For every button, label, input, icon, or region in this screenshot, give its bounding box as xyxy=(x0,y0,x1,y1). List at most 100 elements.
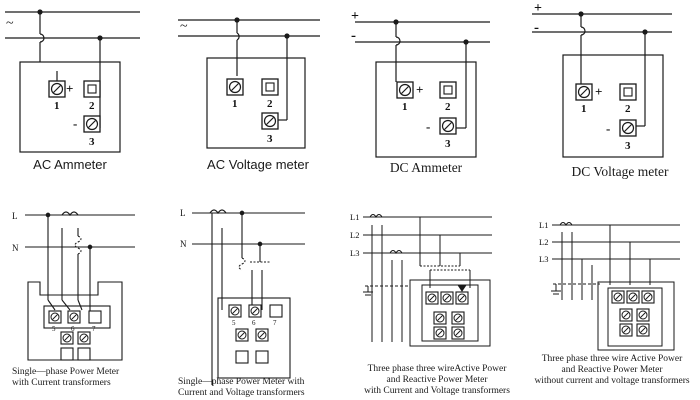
terminal-1-icon xyxy=(433,311,447,325)
caption-line-1: Single—phase Power Meter with xyxy=(178,377,305,387)
terminal-3-icon xyxy=(83,115,101,133)
terminal-1-icon xyxy=(226,78,244,96)
terminal-3-icon xyxy=(439,117,457,135)
three-phase-direct-diagram xyxy=(551,222,680,351)
terminal-2-icon xyxy=(451,311,465,325)
terminal-3-icon xyxy=(619,323,633,337)
caption-line-1: Three phase three wire Active Power xyxy=(541,354,683,364)
line-l1-label: L1 xyxy=(539,220,548,230)
line-n-label: N xyxy=(12,243,19,253)
terminal-3-label: 3 xyxy=(445,138,451,150)
terminal-6-label: 6 xyxy=(252,319,256,327)
caption-line-1: Single—phase Power Meter xyxy=(12,367,120,377)
terminal-7-icon xyxy=(269,304,283,318)
terminal-4-icon xyxy=(451,326,465,340)
terminal-6-label: 6 xyxy=(71,325,75,333)
terminal-7-icon xyxy=(455,291,469,305)
line-l1-label: L1 xyxy=(350,212,359,222)
terminal-1-icon xyxy=(396,81,414,99)
caption-line-2: and Reactive Power Meter xyxy=(386,375,488,385)
minus-sign: - xyxy=(606,121,610,136)
terminal-5-icon xyxy=(48,310,62,324)
dc-negative-sign: - xyxy=(534,20,539,36)
dc-ammeter-diagram xyxy=(355,19,490,158)
caption-dc-voltage-meter: DC Voltage meter xyxy=(571,164,669,179)
caption-line-3: with Current and Voltage transformers xyxy=(364,386,510,396)
caption-ac-voltage-meter: AC Voltage meter xyxy=(207,157,309,172)
terminal-3-icon xyxy=(261,112,279,130)
terminal-3-label: 3 xyxy=(625,140,631,152)
terminal-7-label: 7 xyxy=(273,319,277,327)
caption-line-2: Current and Voltage transformers xyxy=(178,388,305,398)
terminal-3-icon xyxy=(619,119,637,137)
caption-line-2: with Current transformers xyxy=(12,378,111,388)
dc-negative-sign: - xyxy=(351,28,356,44)
minus-sign: - xyxy=(73,116,77,131)
terminal-2-icon xyxy=(619,83,637,101)
terminal-6-icon xyxy=(440,291,454,305)
terminal-7-icon xyxy=(88,310,102,324)
terminal-3-icon xyxy=(60,347,74,361)
terminal-4-icon xyxy=(255,350,269,364)
terminal-1-label: 1 xyxy=(581,103,587,115)
terminal-2-label: 2 xyxy=(267,98,273,110)
caption-ac-ammeter: AC Ammeter xyxy=(33,157,107,172)
single-phase-ct-diagram xyxy=(25,211,135,361)
terminal-3-label: 3 xyxy=(267,133,273,145)
line-l-label: L xyxy=(12,211,18,221)
caption-single-phase-ct: Single—phase Power Meter with Current tr… xyxy=(12,367,142,389)
terminal-5-label: 5 xyxy=(232,319,236,327)
terminal-1-icon xyxy=(575,83,593,101)
caption-line-2: and Reactive Power Meter xyxy=(561,365,663,375)
terminal-2-label: 2 xyxy=(625,103,631,115)
dc-positive-sign: + xyxy=(351,9,359,24)
terminal-7-icon xyxy=(641,290,655,304)
plus-sign: + xyxy=(66,81,73,96)
line-n-label: N xyxy=(180,239,187,249)
terminal-3-icon xyxy=(235,350,249,364)
terminal-1-icon xyxy=(60,331,74,345)
minus-sign: - xyxy=(426,119,430,134)
terminal-2-label: 2 xyxy=(445,101,451,113)
terminal-5-icon xyxy=(611,290,625,304)
line-l3-label: L3 xyxy=(539,254,548,264)
terminal-5-icon xyxy=(228,304,242,318)
terminal-2-icon xyxy=(636,308,650,322)
terminal-1-icon xyxy=(235,328,249,342)
caption-single-phase-ct-vt: Single—phase Power Meter with Current an… xyxy=(178,377,318,399)
terminal-1-label: 1 xyxy=(54,100,60,112)
terminal-1-icon xyxy=(619,308,633,322)
terminal-2-icon xyxy=(439,81,457,99)
terminal-6-icon xyxy=(67,310,81,324)
terminal-3-label: 3 xyxy=(89,136,95,148)
terminal-5-icon xyxy=(425,291,439,305)
plus-sign: + xyxy=(416,82,423,97)
three-phase-ct-vt-diagram xyxy=(363,214,492,347)
terminal-2-label: 2 xyxy=(89,100,95,112)
terminal-1-icon xyxy=(48,80,66,98)
terminal-4-icon xyxy=(636,323,650,337)
terminal-2-icon xyxy=(77,331,91,345)
terminal-7-label: 7 xyxy=(92,325,96,333)
line-l2-label: L2 xyxy=(539,237,548,247)
caption-line-1: Three phase three wireActive Power xyxy=(367,364,507,374)
single-phase-ct-vt-diagram xyxy=(192,209,305,385)
terminal-2-icon xyxy=(83,80,101,98)
ac-symbol: ~ xyxy=(180,19,188,34)
caption-three-phase-direct: Three phase three wire Active Power and … xyxy=(527,354,697,387)
line-l3-label: L3 xyxy=(350,248,359,258)
ac-voltage-meter-diagram xyxy=(178,17,320,149)
line-l-label: L xyxy=(180,208,186,218)
terminal-2-icon xyxy=(255,328,269,342)
plus-sign: + xyxy=(595,84,602,99)
caption-line-3: without current and voltage transformers xyxy=(534,376,690,386)
ac-symbol: ~ xyxy=(6,16,14,31)
terminal-1-label: 1 xyxy=(232,98,238,110)
terminal-1-label: 1 xyxy=(402,101,408,113)
terminal-5-label: 5 xyxy=(52,325,56,333)
line-l2-label: L2 xyxy=(350,230,359,240)
caption-dc-ammeter: DC Ammeter xyxy=(389,160,463,175)
caption-three-phase-ct-vt: Three phase three wireActive Power and R… xyxy=(352,364,522,397)
terminal-2-icon xyxy=(261,78,279,96)
